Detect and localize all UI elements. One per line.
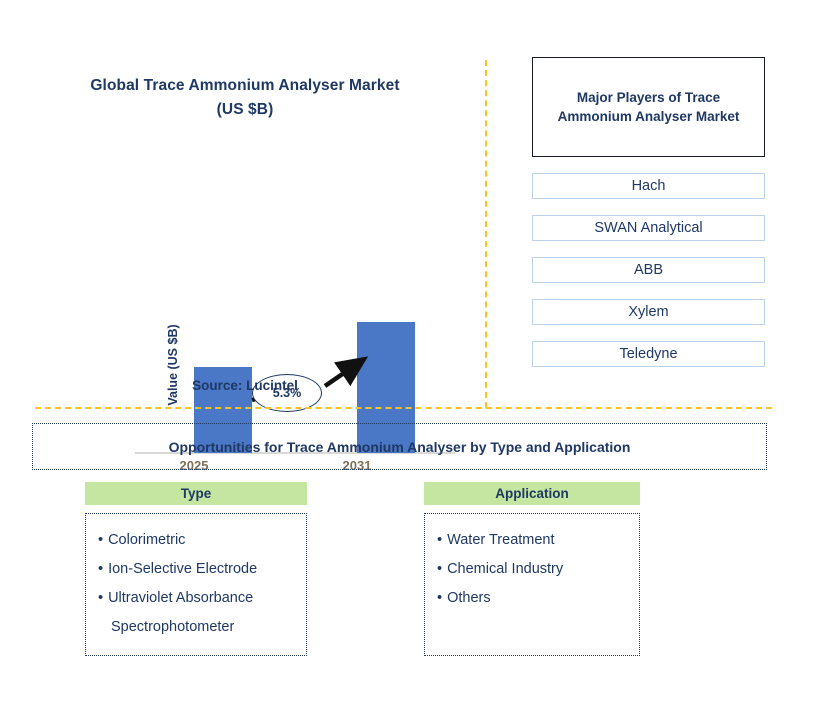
opportunities-title: Opportunities for Trace Ammonium Analyse… [168,438,631,455]
segment-header-label: Application [495,486,569,501]
chart-plot-area: Value (US $B) 5.3% 2025 2031 [20,166,470,473]
bullet-icon: • [437,561,443,577]
market-chart-panel: Global Trace Ammonium Analyser Market (U… [20,56,470,473]
segment-header-application: Application [424,482,640,505]
bullet-icon: • [437,532,443,548]
player-label: SWAN Analytical [594,220,703,236]
major-players-header-line2: Ammonium Analyser Market [557,109,740,124]
type-item-label: Colorimetric [108,532,186,548]
chart-title-line1: Global Trace Ammonium Analyser Market [90,77,400,94]
player-label: Teledyne [619,346,678,362]
application-item-water-treatment: •Water Treatment [437,526,629,555]
player-item-abb: ABB [532,257,765,283]
application-item-label: Water Treatment [447,532,555,548]
cagr-bubble: 5.3% [252,374,322,412]
chart-title-line2: (US $B) [216,101,274,118]
segment-body-type: •Colorimetric •Ion-Selective Electrode •… [85,513,307,656]
player-label: Hach [631,178,666,194]
chart-title: Global Trace Ammonium Analyser Market (U… [20,56,470,122]
player-item-xylem: Xylem [532,299,765,325]
application-item-label: Others [447,590,491,606]
player-item-teledyne: Teledyne [532,341,765,367]
bars-container [135,298,455,453]
cagr-value: 5.3% [272,386,302,400]
bullet-icon: • [437,590,443,606]
player-label: Xylem [628,304,669,320]
type-item-label: Ion-Selective Electrode [108,561,258,577]
bullet-icon: • [98,561,104,577]
player-label: ABB [633,262,663,278]
type-item-ion-selective-electrode: •Ion-Selective Electrode [98,555,296,584]
application-item-others: •Others [437,584,629,613]
type-item-ultraviolet-absorbance-spectrophotometer: •Ultraviolet Absorbance [98,584,296,613]
player-item-swan-analytical: SWAN Analytical [532,215,765,241]
bullet-icon: • [98,590,104,606]
horizontal-divider [35,407,772,409]
segment-header-type: Type [85,482,307,505]
player-item-hach: Hach [532,173,765,199]
type-item-label-continuation: Spectrophotometer [98,613,296,642]
type-item-label: Spectrophotometer [111,619,235,635]
source-label: Source: Lucintel [192,378,298,393]
application-item-chemical-industry: •Chemical Industry [437,555,629,584]
major-players-panel: Major Players of Trace Ammonium Analyser… [532,57,765,367]
major-players-header-line1: Major Players of Trace [576,90,721,105]
type-item-colorimetric: •Colorimetric [98,526,296,555]
type-item-label: Ultraviolet Absorbance [108,590,254,606]
bullet-icon: • [98,532,104,548]
segment-body-application: •Water Treatment •Chemical Industry •Oth… [424,513,640,656]
major-players-header: Major Players of Trace Ammonium Analyser… [532,57,765,157]
vertical-divider [485,60,487,408]
x-axis-baseline [135,452,455,454]
bar-2025 [194,367,252,453]
opportunities-banner: Opportunities for Trace Ammonium Analyse… [32,423,767,470]
segment-header-label: Type [180,486,212,501]
application-item-label: Chemical Industry [447,561,564,577]
bar-2031 [357,322,415,453]
